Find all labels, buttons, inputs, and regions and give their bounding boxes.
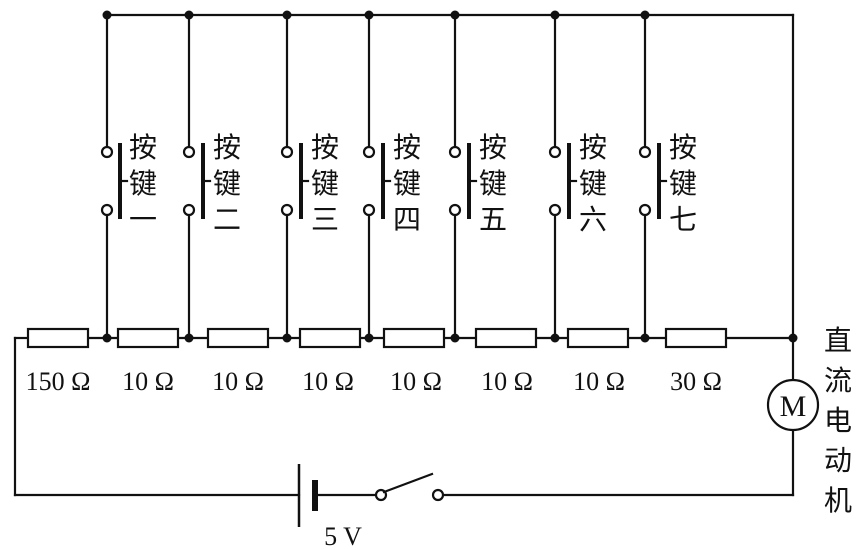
junction-node <box>640 333 650 343</box>
button-terminal-top <box>280 145 294 159</box>
button-terminal-top <box>182 145 196 159</box>
resistor-150 <box>26 327 90 349</box>
junction-node <box>550 333 560 343</box>
push-button-3: 按键三 <box>280 10 339 343</box>
button-terminal-bottom <box>638 203 652 217</box>
switch-terminal-right <box>431 488 445 502</box>
resistor-label: 150 Ω <box>26 367 91 396</box>
button-terminal-bottom <box>100 203 114 217</box>
button-label-char: 一 <box>129 203 157 236</box>
battery-voltage-label: 5 V <box>324 522 362 550</box>
resistor-labels: 150 Ω 10 Ω 10 Ω 10 Ω 10 Ω 10 Ω 10 Ω 30 Ω <box>26 367 722 396</box>
button-label-char: 四 <box>393 203 421 236</box>
button-terminal-bottom <box>182 203 196 217</box>
junction-node <box>450 333 460 343</box>
button-label-char: 键 <box>579 167 607 200</box>
motor-label-char: 直 <box>824 324 852 357</box>
button-terminal-top <box>638 145 652 159</box>
resistor-label: 10 Ω <box>212 367 264 396</box>
main-switch <box>374 472 445 502</box>
junction-node <box>640 10 650 20</box>
button-label-char: 键 <box>479 167 507 200</box>
button-label-char: 按 <box>311 131 339 164</box>
button-terminal-bottom <box>548 203 562 217</box>
junction-node <box>364 333 374 343</box>
motor-circle <box>766 378 820 432</box>
push-button-5: 按键五 <box>448 10 507 343</box>
push-button-4: 按键四 <box>362 10 421 343</box>
button-label-char: 键 <box>129 167 157 200</box>
junction-node <box>282 333 292 343</box>
resistor-10-e <box>474 327 538 349</box>
motor-label-char: 电 <box>824 404 852 437</box>
resistor-label: 30 Ω <box>670 367 722 396</box>
junction-node <box>102 10 112 20</box>
button-label-char: 键 <box>393 167 421 200</box>
junction-node <box>788 333 798 343</box>
button-label-char: 键 <box>213 167 241 200</box>
motor-label-char: 流 <box>824 364 852 397</box>
button-label-char: 按 <box>669 131 697 164</box>
resistor-30 <box>664 327 728 349</box>
push-button-6: 按键六 <box>548 10 607 343</box>
junction-node <box>550 10 560 20</box>
motor: M <box>766 378 820 432</box>
button-label-char: 键 <box>669 167 697 200</box>
button-label-char: 三 <box>311 203 339 236</box>
junction-node <box>102 333 112 343</box>
junction-node <box>364 10 374 20</box>
button-label-char: 键 <box>311 167 339 200</box>
button-label-char: 七 <box>669 203 697 236</box>
push-button-1: 按键一 <box>100 10 157 343</box>
motor-symbol: M <box>780 390 807 423</box>
junction-nodes <box>788 333 798 343</box>
junction-node <box>450 10 460 20</box>
button-label-char: 五 <box>479 203 507 236</box>
button-label-char: 按 <box>213 131 241 164</box>
resistor-label: 10 Ω <box>573 367 625 396</box>
motor-label-char: 动 <box>824 444 852 477</box>
resistor-label: 10 Ω <box>302 367 354 396</box>
junction-node <box>282 10 292 20</box>
button-terminal-bottom <box>362 203 376 217</box>
resistor-10-d <box>382 327 446 349</box>
motor-label-char: 机 <box>824 484 852 517</box>
resistor-label: 10 Ω <box>481 367 533 396</box>
push-button-7: 按键七 <box>638 10 697 343</box>
button-label-char: 按 <box>579 131 607 164</box>
resistor-10-a <box>116 327 180 349</box>
button-terminal-top <box>100 145 114 159</box>
resistor-10-c <box>298 327 362 349</box>
junction-node <box>184 10 194 20</box>
resistor-label: 10 Ω <box>122 367 174 396</box>
button-terminal-top <box>548 145 562 159</box>
button-terminal-bottom <box>280 203 294 217</box>
push-button-2: 按键二 <box>182 10 241 343</box>
button-label-char: 二 <box>213 203 241 236</box>
button-label-char: 六 <box>579 203 607 236</box>
button-terminal-top <box>362 145 376 159</box>
resistor-10-f <box>566 327 630 349</box>
switch-lever <box>382 472 434 494</box>
motor-label: 直 流 电 动 机 <box>824 324 852 517</box>
button-label-char: 按 <box>129 131 157 164</box>
button-label-char: 按 <box>479 131 507 164</box>
resistor-label: 10 Ω <box>390 367 442 396</box>
button-terminal-top <box>448 145 462 159</box>
resistor-10-b <box>206 327 270 349</box>
button-terminal-bottom <box>448 203 462 217</box>
junction-node <box>184 333 194 343</box>
button-label-char: 按 <box>393 131 421 164</box>
battery: 5 V <box>297 464 362 550</box>
resistors <box>26 327 728 349</box>
